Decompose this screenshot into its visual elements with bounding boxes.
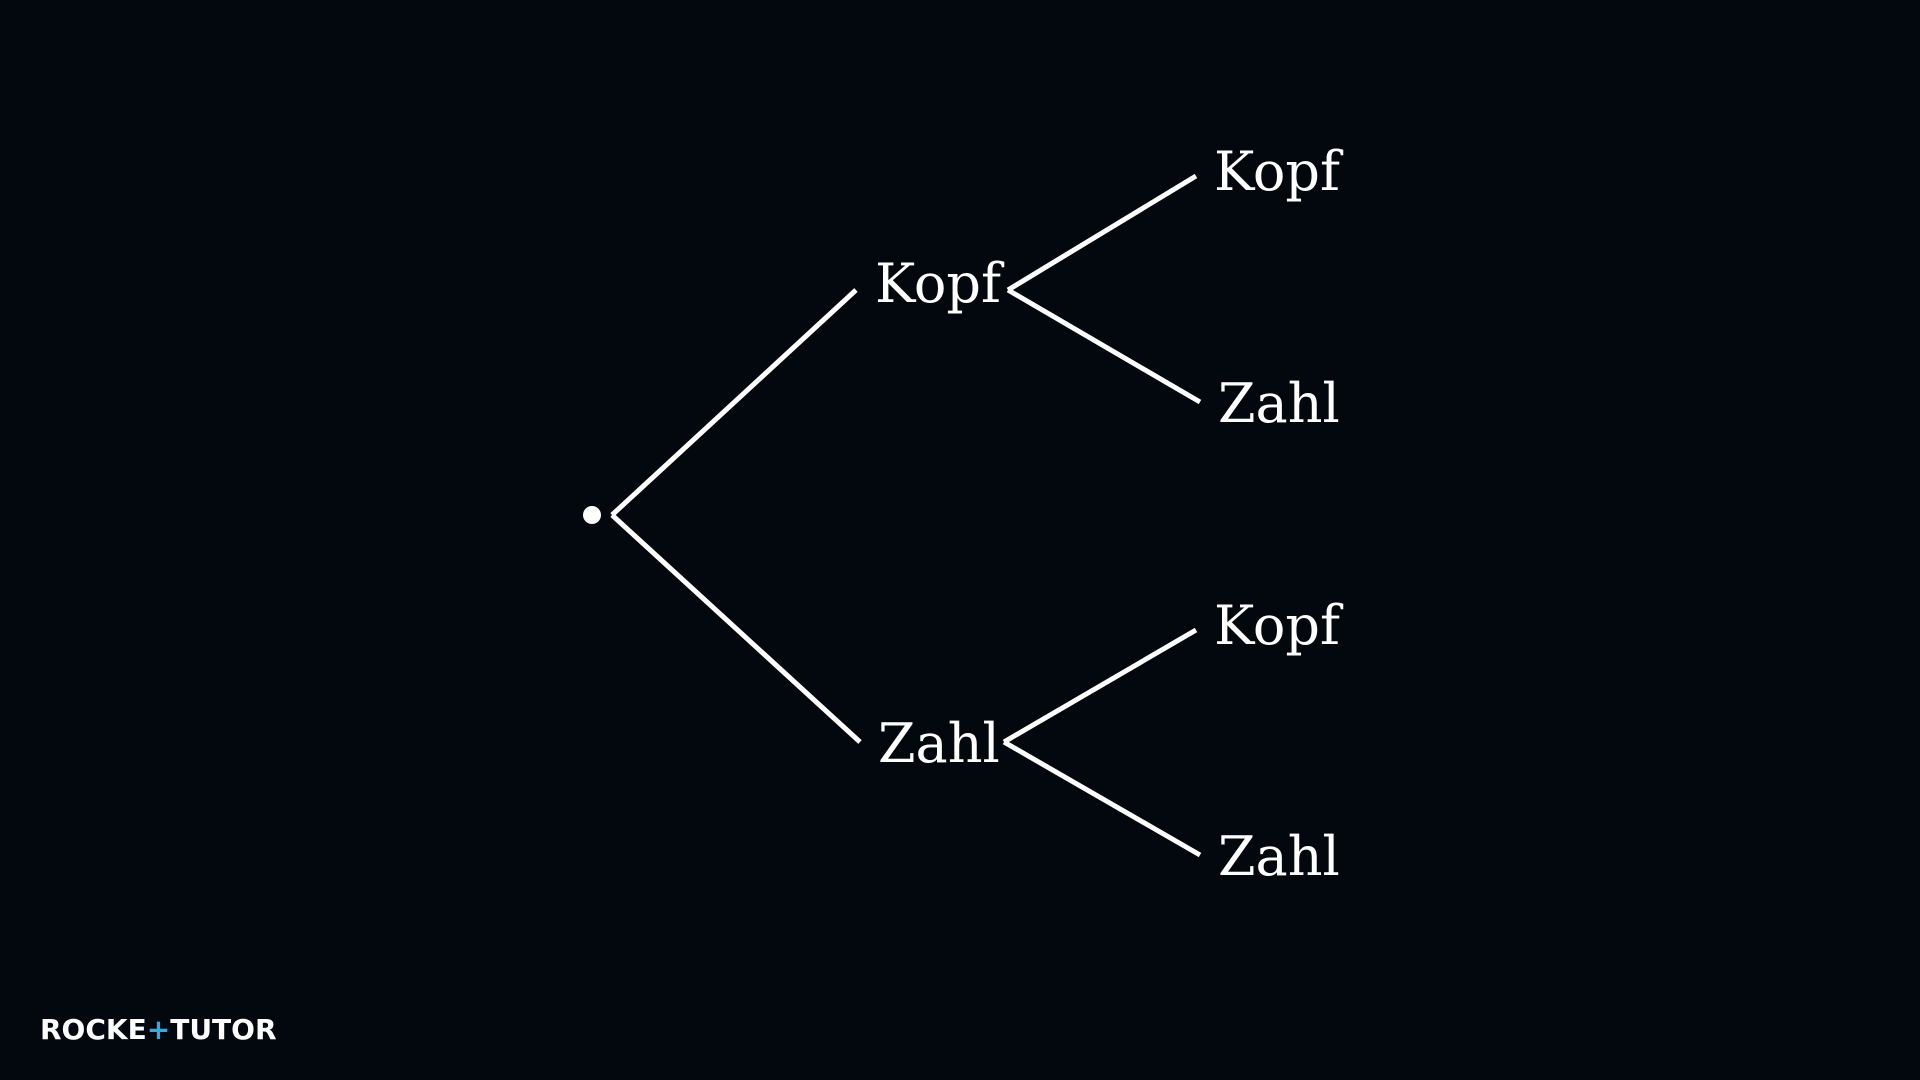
node-label-level1-kopf: Kopf xyxy=(875,252,1005,315)
node-label-level1-zahl: Zahl xyxy=(878,712,1000,775)
node-label-level2-zahl-kopf: Kopf xyxy=(1214,594,1344,657)
logo-text-tut: TUT xyxy=(170,1013,231,1046)
branch-kopf-to-zahl xyxy=(1006,287,1202,405)
branch-zahl-to-kopf xyxy=(1002,627,1198,745)
node-label-level2-zahl-zahl: Zahl xyxy=(1218,825,1340,888)
node-label-level2-kopf-zahl: Zahl xyxy=(1218,372,1340,435)
logo-text-rocke: ROCKE xyxy=(40,1013,147,1046)
root-node-dot xyxy=(583,506,601,524)
branch-zahl-to-zahl xyxy=(1002,739,1202,858)
branch-root-to-kopf xyxy=(610,288,858,517)
logo-text-r: R xyxy=(255,1013,277,1046)
svg-text:ROCKE+TUTOR: ROCKE+TUTOR xyxy=(40,1013,277,1046)
logo-text-o: O xyxy=(231,1013,255,1046)
rocket-tutor-logo: ROCKE+TUTOR xyxy=(40,1013,277,1046)
node-label-level2-kopf-kopf: Kopf xyxy=(1214,140,1344,203)
logo-plus-accent: + xyxy=(147,1013,170,1046)
branch-root-to-zahl xyxy=(610,513,862,744)
branch-kopf-to-kopf xyxy=(1006,173,1198,293)
